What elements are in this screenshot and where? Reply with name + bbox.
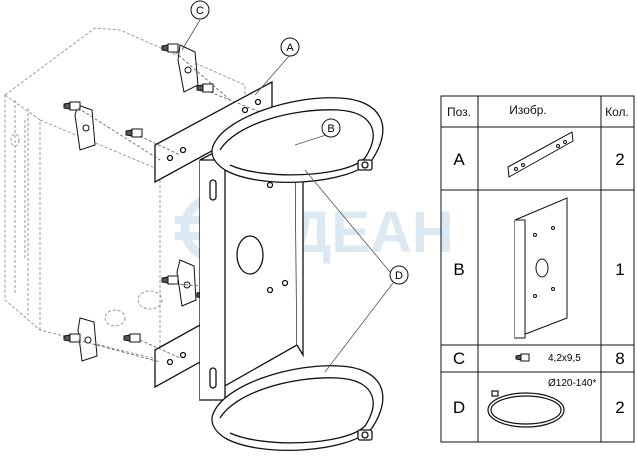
callout-a: A (280, 37, 300, 57)
row-d-pos: D (453, 398, 465, 417)
callout-b-text: B (327, 123, 334, 135)
bracket-icon (514, 197, 568, 339)
table-header: Поз. Изобр. Кол. (447, 103, 629, 119)
plate-icon (507, 131, 574, 178)
leader-lines (181, 19, 394, 373)
row-a-qty: 2 (615, 150, 624, 169)
callout-c-text: C (196, 5, 204, 17)
table-row-b: B 1 (453, 197, 625, 339)
callout-d: D (389, 265, 409, 285)
callout-d-text: D (395, 270, 403, 282)
clamp-d-upper (211, 97, 384, 183)
row-b-qty: 1 (615, 260, 624, 279)
callout-a-text: A (286, 42, 294, 54)
table-row-a: A 2 (453, 131, 625, 178)
row-d-qty: 2 (615, 398, 624, 417)
parts-table (440, 95, 635, 443)
clamp-d-lower (211, 365, 384, 451)
header-image: Изобр. (509, 103, 547, 117)
header-pos: Поз. (447, 105, 471, 119)
row-c-qty: 8 (615, 349, 624, 368)
callout-c: C (190, 0, 210, 20)
row-b-pos: B (453, 260, 464, 279)
row-d-note: Ø120-140* (548, 378, 596, 389)
screw-icon (515, 353, 530, 362)
box-lugs (74, 44, 199, 362)
clamp-ring-icon (487, 390, 565, 428)
callout-b: B (321, 118, 341, 138)
row-c-note: 4,2x9,5 (548, 353, 581, 364)
header-qty: Кол. (605, 105, 629, 119)
watermark-text: ДЕАН (290, 200, 454, 265)
row-c-pos: C (453, 349, 465, 368)
table-row-c: C 4,2x9,5 8 (453, 349, 625, 368)
row-a-pos: A (453, 150, 465, 169)
table-row-d: D Ø120-140* 2 (453, 378, 625, 428)
